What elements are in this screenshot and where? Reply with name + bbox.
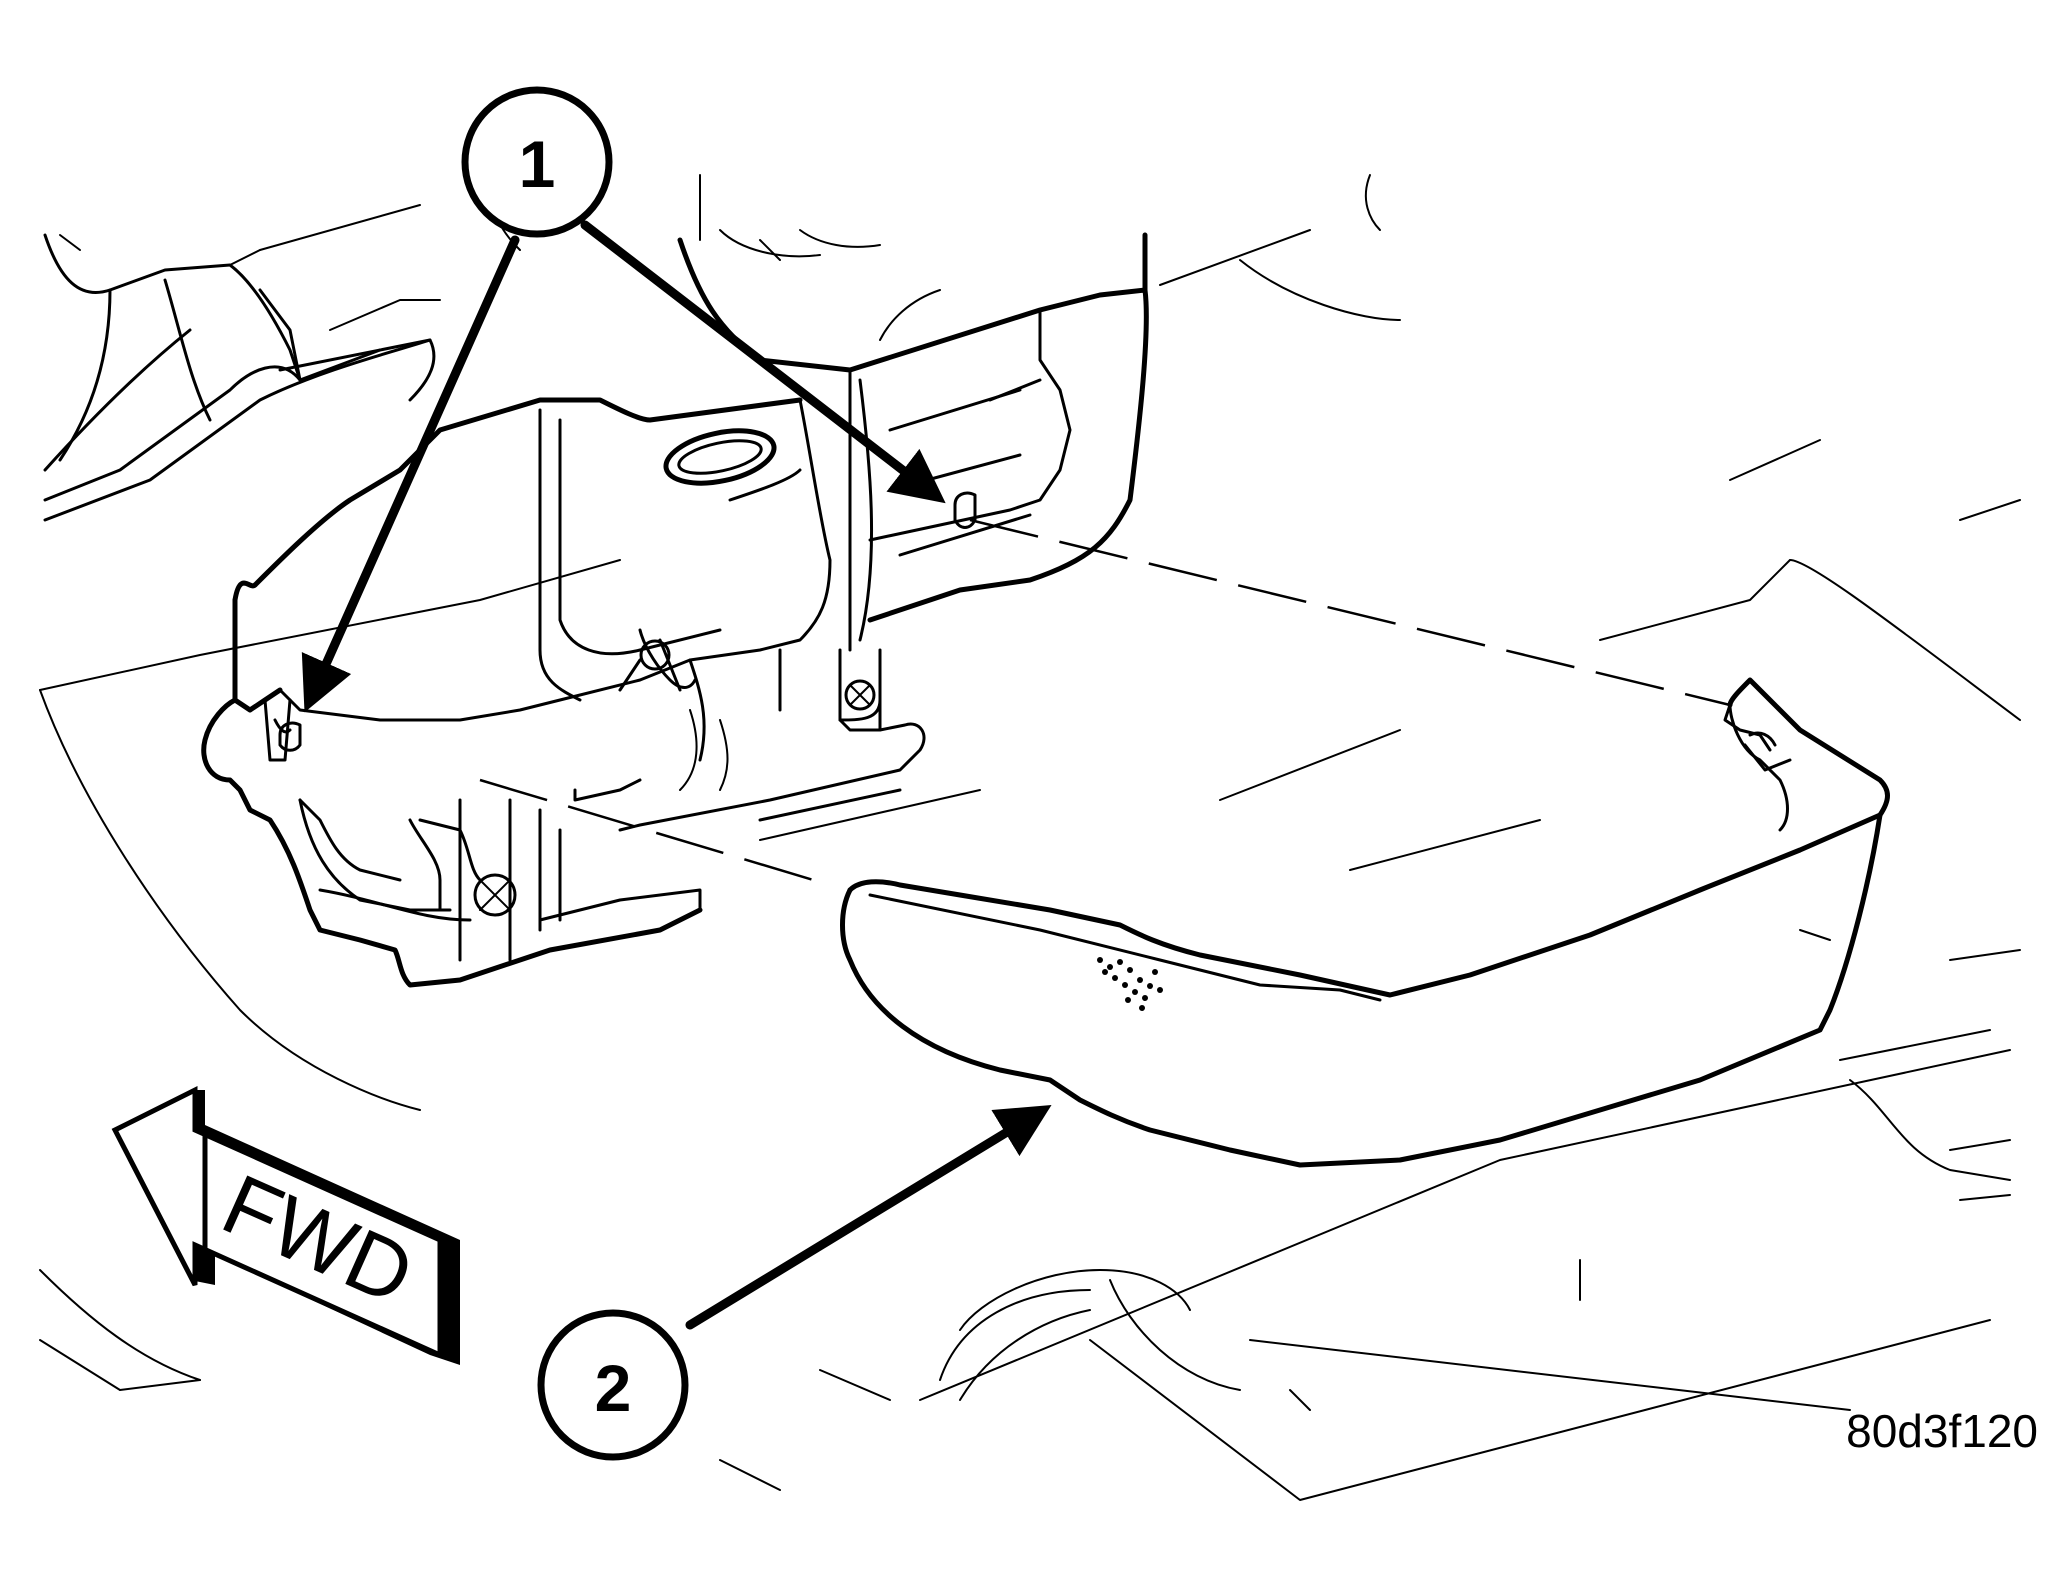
seat-track-front [201,697,703,988]
callout-1: 1 [461,86,613,238]
callout-2: 2 [537,1309,689,1461]
seat-riser [677,174,1401,652]
console-area [43,199,521,522]
callout-1-label: 1 [519,127,556,201]
seat-cushion [232,397,832,762]
leader-lines [301,220,1052,1330]
callout-2-label: 2 [595,1351,632,1425]
seat-track-rear [573,648,926,832]
floor-outline [39,439,2021,1501]
alignment-lines [479,518,1731,887]
figure-id: 80d3f120 [1846,1405,2038,1457]
fastener-points [278,491,977,752]
forward-arrow-icon: FWD [111,1085,460,1365]
shield-texture-dots [1097,957,1163,1011]
seat-side-shield [840,677,1890,1168]
